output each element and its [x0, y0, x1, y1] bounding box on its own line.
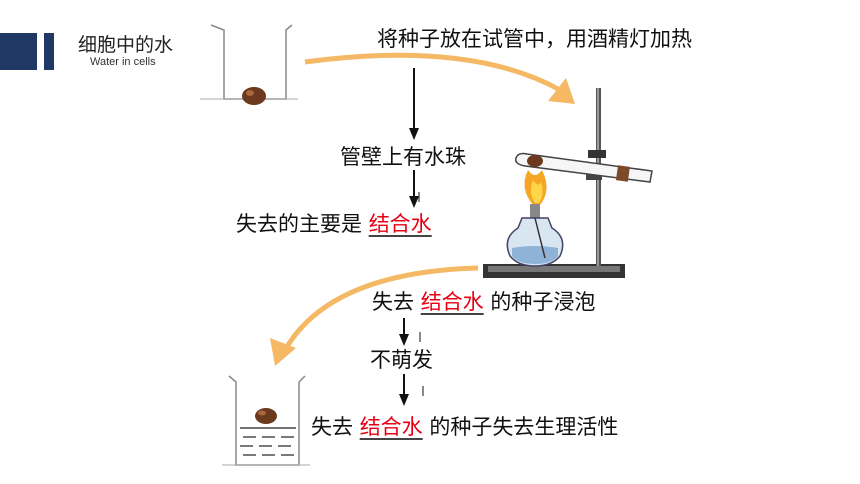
- seed-icon: [242, 87, 266, 105]
- beaker-bottom: [222, 375, 310, 466]
- step-no-sprout: 不萌发: [370, 348, 433, 372]
- step-soak-suffix: 的种子浸泡: [490, 290, 596, 314]
- curve-arrow-bottom: [270, 265, 479, 366]
- seed-in-tube-icon: [527, 155, 543, 167]
- step-lost-prefix: 失去的主要是: [236, 212, 362, 236]
- seed-soaked-icon: [255, 408, 277, 424]
- step-soak-prefix: 失去: [372, 290, 414, 314]
- header-accent-stripe: [44, 33, 54, 70]
- beaker-top: [200, 24, 298, 105]
- step-heat: 将种子放在试管中，用酒精灯加热: [377, 27, 692, 51]
- header-accent-bar: [0, 33, 37, 70]
- step-final: 失去 结合水 的种子失去生理活性: [311, 414, 618, 440]
- curve-arrow-top: [304, 52, 575, 104]
- answer-soak: 结合水: [420, 290, 484, 314]
- alcohol-lamp-icon: [506, 204, 564, 267]
- page-title: 细胞中的水: [78, 34, 174, 56]
- step-final-suffix: 的种子失去生理活性: [429, 415, 619, 439]
- flame-icon: [524, 170, 547, 205]
- step-final-prefix: 失去: [311, 415, 353, 439]
- step-soak: 失去 结合水 的种子浸泡: [372, 289, 595, 315]
- step-droplets: 管壁上有水珠: [340, 145, 466, 169]
- test-tube: [514, 152, 653, 183]
- water-lines: [240, 427, 296, 456]
- page-subtitle: Water in cells: [90, 56, 156, 68]
- answer-final: 结合水: [359, 415, 423, 439]
- answer-lost: 结合水: [368, 212, 432, 236]
- step-lost-water: 失去的主要是 结合水: [236, 211, 432, 237]
